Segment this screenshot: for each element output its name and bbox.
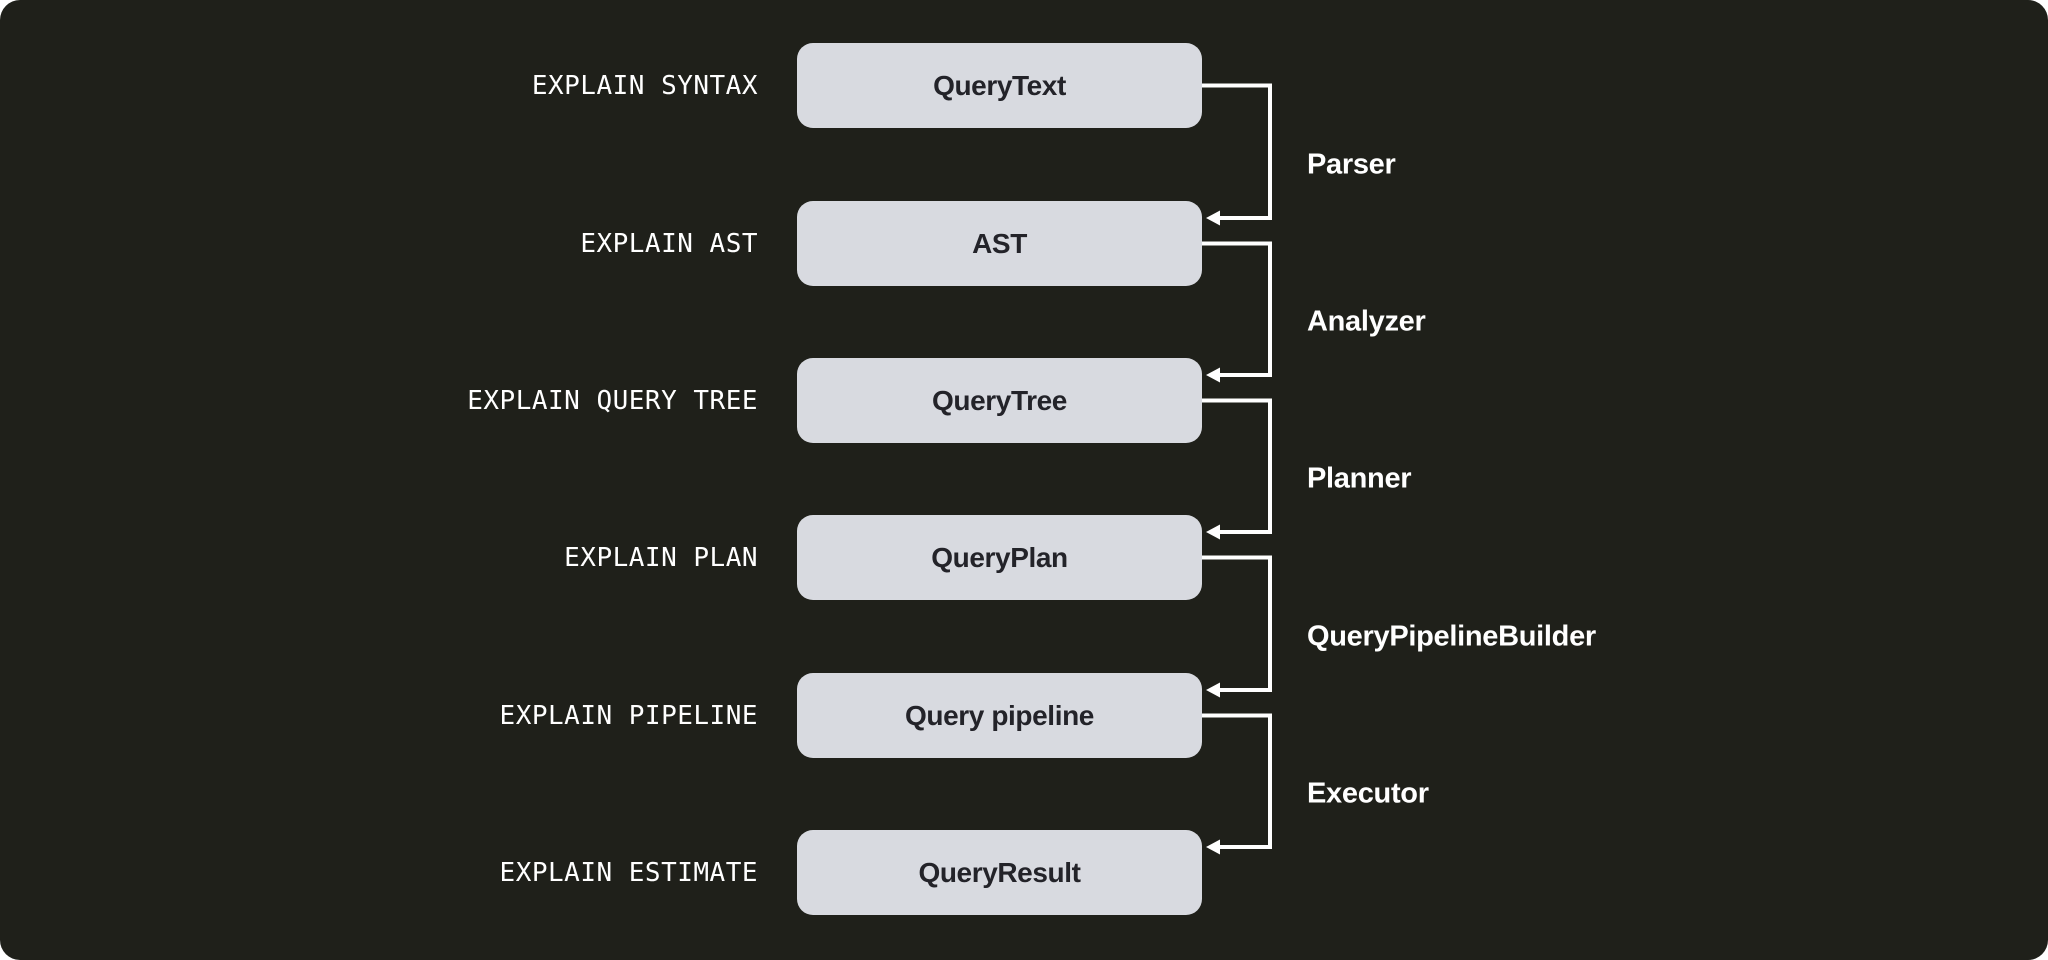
transition-label-parser: Parser — [1307, 148, 1396, 180]
stage-box-ast: AST — [797, 201, 1202, 286]
cmd-label-explain-pipeline: EXPLAIN PIPELINE — [499, 700, 758, 731]
connector-analyzer — [1202, 241, 1272, 383]
connector-querypipelinebuilder — [1202, 555, 1272, 698]
transition-label-executor: Executor — [1307, 777, 1429, 810]
cmd-label-explain-plan: EXPLAIN PLAN — [564, 542, 758, 573]
cmd-label-explain-syntax: EXPLAIN SYNTAX — [531, 70, 758, 101]
transition-label-querypipelinebuilder: QueryPipelineBuilder — [1307, 620, 1596, 652]
cmd-label-explain-estimate: EXPLAIN ESTIMATE — [499, 857, 758, 888]
stage-box-queryresult: QueryResult — [797, 830, 1202, 915]
transition-label-analyzer: Analyzer — [1307, 305, 1426, 338]
stage-box-queryplan: QueryPlan — [797, 515, 1202, 600]
stage-box-query-pipeline: Query pipeline — [797, 673, 1202, 758]
connector-planner — [1202, 398, 1272, 540]
connector-parser — [1202, 83, 1272, 226]
stage-box-querytree: QueryTree — [797, 358, 1202, 443]
transition-label-planner: Planner — [1307, 462, 1412, 495]
connector-executor — [1202, 713, 1272, 855]
cmd-label-explain-ast: EXPLAIN AST — [580, 228, 758, 259]
cmd-label-explain-query-tree: EXPLAIN QUERY TREE — [467, 385, 758, 416]
stage-box-querytext: QueryText — [797, 43, 1202, 128]
